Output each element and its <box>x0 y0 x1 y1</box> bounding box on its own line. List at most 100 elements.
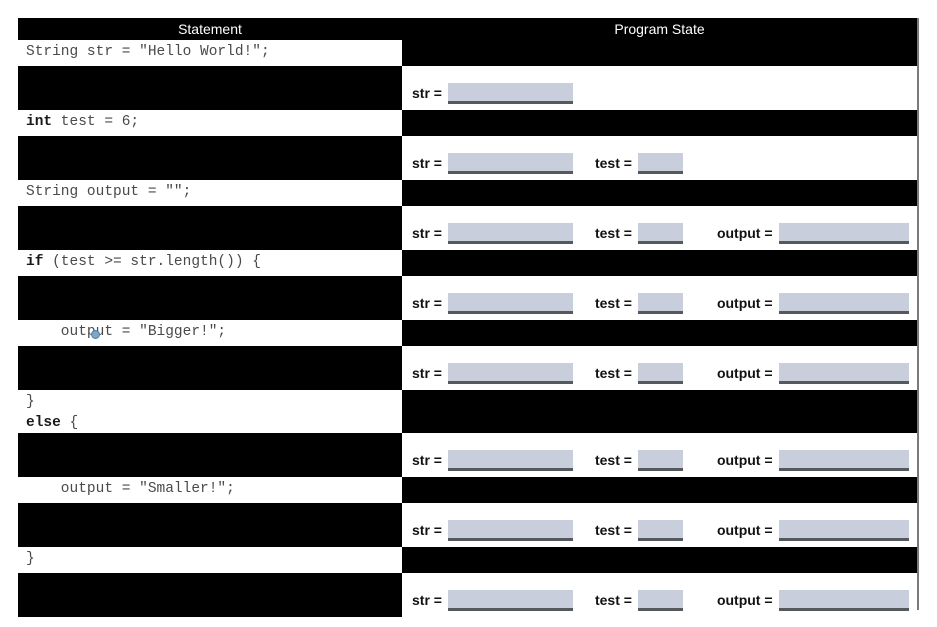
state-row-filler <box>18 573 402 617</box>
code-text: String str = "Hello World!"; <box>26 44 270 60</box>
variable-group-str: str = <box>412 293 573 314</box>
statement-if-condition: if (test >= str.length()) { <box>18 250 917 276</box>
variable-group-test: test = <box>595 520 683 541</box>
variable-label-test: test = <box>594 225 632 241</box>
variable-value-field-str[interactable] <box>447 590 573 611</box>
variable-label-output: output = <box>716 452 773 468</box>
variable-label-str: str = <box>412 365 442 381</box>
variable-group-test: test = <box>595 153 683 174</box>
variable-value-field-output[interactable] <box>778 520 909 541</box>
variable-group-str: str = <box>412 590 573 611</box>
program-state-cell: str =test =output = <box>402 276 917 320</box>
variable-group-str: str = <box>412 450 573 471</box>
variable-group-output: output = <box>717 223 909 244</box>
program-trace-table: Statement Program State String str = "He… <box>18 18 919 617</box>
statement-row-filler <box>402 180 917 206</box>
state-row-filler <box>18 503 402 547</box>
statement-code-cell: output = "Smaller!"; <box>18 477 402 503</box>
program-state-cell: str = <box>402 66 917 110</box>
variable-value-field-str[interactable] <box>447 293 573 314</box>
state-after-if-condition: str =test =output = <box>18 276 917 320</box>
statement-row-filler <box>402 477 917 503</box>
program-state-cell: str = test = output = <box>402 346 917 390</box>
variable-group-str: str = <box>412 83 573 104</box>
program-state-cell: str = test = <box>402 136 917 180</box>
variable-value-field-output[interactable] <box>778 590 909 611</box>
state-row-filler <box>18 206 402 250</box>
state-after-output-bigger: str = test = output = <box>18 346 917 390</box>
variable-value-field-test[interactable] <box>637 293 683 314</box>
variable-label-test: test = <box>594 295 632 311</box>
variable-group-test: test = <box>595 363 683 384</box>
state-after-else: str = test = output = <box>18 433 917 477</box>
variable-label-test: test = <box>594 365 632 381</box>
column-header-program-state: Program State <box>402 18 917 40</box>
variable-value-field-str[interactable] <box>447 363 573 384</box>
statement-close-brace-else: }else { <box>18 390 917 433</box>
variable-label-test: test = <box>594 452 632 468</box>
variable-value-field-test[interactable] <box>637 153 683 174</box>
statement-row-filler <box>402 320 917 346</box>
statement-row-filler <box>402 40 917 66</box>
program-state-cell: str =test =output = <box>402 503 917 547</box>
code-text: (test >= str.length()) { <box>43 254 261 270</box>
code-text: output = "Smaller!"; <box>26 481 235 497</box>
variable-value-field-test[interactable] <box>637 223 683 244</box>
variable-label-str: str = <box>412 225 442 241</box>
state-row-filler <box>18 66 402 110</box>
variable-label-str: str = <box>412 85 442 101</box>
variable-label-str: str = <box>412 155 442 171</box>
variable-value-field-test[interactable] <box>637 590 683 611</box>
variable-label-output: output = <box>716 225 773 241</box>
variable-label-output: output = <box>716 592 773 608</box>
code-text: test = 6; <box>52 114 140 130</box>
statement-row-filler <box>402 390 917 433</box>
variable-value-field-test[interactable] <box>637 363 683 384</box>
statement-code-cell: }else { <box>18 390 402 433</box>
variable-value-field-str[interactable] <box>447 223 573 244</box>
statement-int-test-declaration: int test = 6; <box>18 110 917 136</box>
code-keyword: if <box>26 254 44 270</box>
variable-label-test: test = <box>594 155 632 171</box>
variable-value-field-str[interactable] <box>447 83 573 104</box>
variable-group-test: test = <box>595 223 683 244</box>
variable-value-field-output[interactable] <box>778 363 909 384</box>
state-row-filler <box>18 346 402 390</box>
variable-label-test: test = <box>594 522 632 538</box>
statement-code-cell: String str = "Hello World!"; <box>18 40 402 66</box>
variable-value-field-test[interactable] <box>637 520 683 541</box>
variable-group-str: str = <box>412 363 573 384</box>
variable-value-field-str[interactable] <box>447 450 573 471</box>
variable-group-test: test = <box>595 450 683 471</box>
variable-group-output: output = <box>717 520 909 541</box>
variable-value-field-str[interactable] <box>447 520 573 541</box>
variable-value-field-output[interactable] <box>778 223 909 244</box>
column-header-statement: Statement <box>18 18 402 40</box>
variable-label-output: output = <box>716 522 773 538</box>
variable-group-test: test = <box>595 590 683 611</box>
code-keyword: else <box>26 415 61 431</box>
variable-value-field-str[interactable] <box>447 153 573 174</box>
variable-value-field-output[interactable] <box>778 293 909 314</box>
statement-close-brace-final: } <box>18 547 917 573</box>
statement-row-filler <box>402 250 917 276</box>
state-after-test-declaration: str = test = <box>18 136 917 180</box>
table-header-row: Statement Program State <box>18 18 917 40</box>
variable-group-str: str = <box>412 223 573 244</box>
variable-group-output: output = <box>717 450 909 471</box>
state-final: str = test = output = <box>18 573 917 617</box>
statement-code-cell: } <box>18 547 402 573</box>
state-after-output-smaller: str =test =output = <box>18 503 917 547</box>
code-keyword: int <box>26 114 53 130</box>
statement-string-output-declaration: String output = ""; <box>18 180 917 206</box>
code-text: { <box>60 415 79 431</box>
code-text: String output = ""; <box>26 184 192 200</box>
code-text: } <box>26 551 35 567</box>
variable-label-output: output = <box>716 365 773 381</box>
variable-group-test: test = <box>595 293 683 314</box>
statement-row-filler <box>402 110 917 136</box>
variable-value-field-test[interactable] <box>637 450 683 471</box>
statement-output-bigger-assignment: output = "Bigger!"; <box>18 320 917 346</box>
variable-value-field-output[interactable] <box>778 450 909 471</box>
